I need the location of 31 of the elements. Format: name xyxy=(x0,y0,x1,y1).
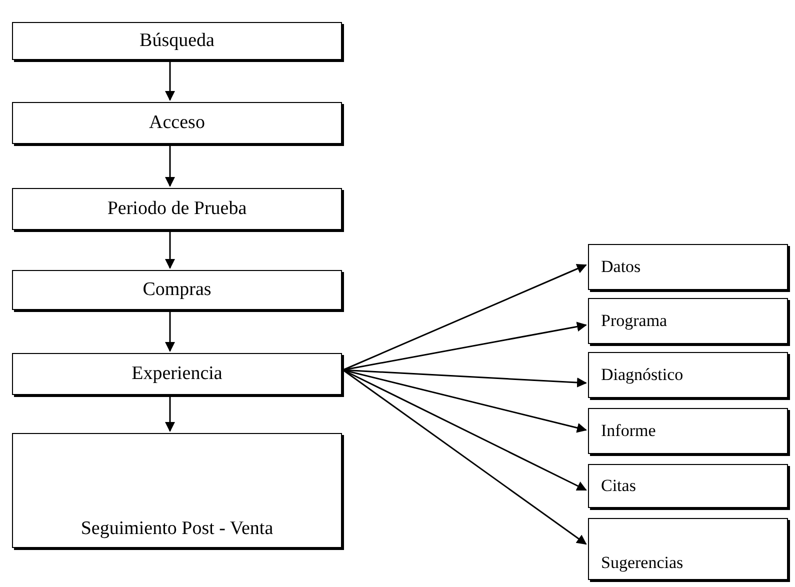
box-label: Periodo de Prueba xyxy=(107,196,247,221)
box-label: Experiencia xyxy=(132,362,222,386)
box-label: Programa xyxy=(601,310,668,332)
box-label: Búsqueda xyxy=(140,28,214,53)
arrow xyxy=(165,62,175,101)
arrow xyxy=(342,369,587,545)
box-label: Citas xyxy=(601,475,636,498)
box-label: Seguimiento Post - Venta xyxy=(80,516,274,540)
process-box xyxy=(12,433,342,548)
arrow xyxy=(165,397,175,432)
process-box xyxy=(12,353,342,395)
process-box xyxy=(12,188,342,230)
process-box xyxy=(588,518,788,580)
process-box xyxy=(588,352,788,398)
process-box xyxy=(588,298,788,344)
process-box xyxy=(588,408,788,454)
process-box xyxy=(588,464,788,508)
box-label: Acceso xyxy=(149,110,205,135)
arrow xyxy=(342,264,587,371)
box-label: Datos xyxy=(601,256,641,278)
process-box xyxy=(12,22,342,60)
arrow xyxy=(165,232,175,269)
process-box xyxy=(588,244,788,290)
box-label: Compras xyxy=(142,278,212,302)
process-box xyxy=(12,102,342,144)
box-label: Informe xyxy=(601,420,656,442)
arrow xyxy=(165,312,175,352)
arrow xyxy=(165,146,175,187)
process-box xyxy=(12,270,342,310)
box-label: Sugerencias xyxy=(601,552,684,574)
box-label: Diagnóstico xyxy=(601,364,684,386)
